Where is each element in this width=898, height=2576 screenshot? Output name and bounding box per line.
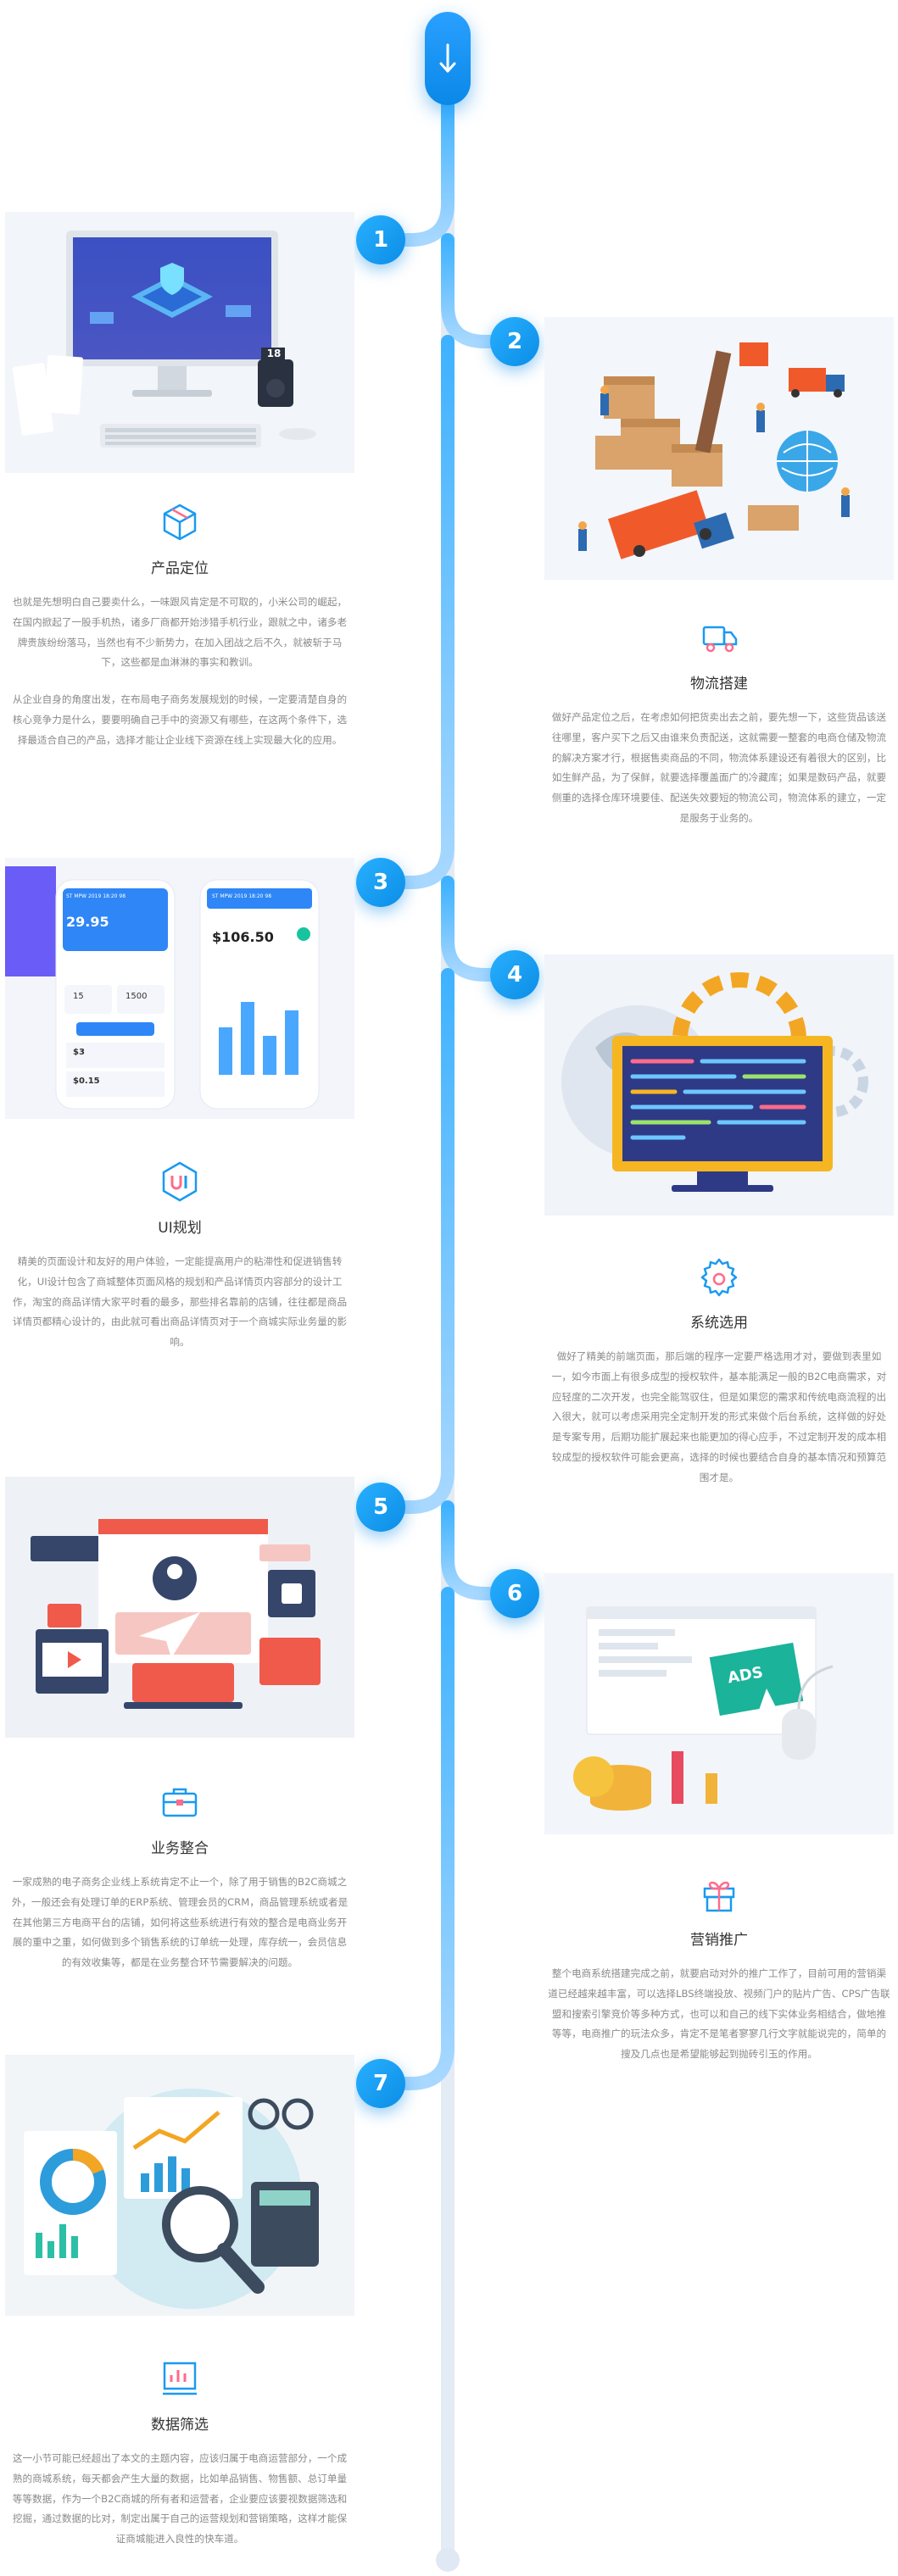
step-1-content: 产品定位 也就是先想明白自己要卖什么，一味跟风肯定是不可取的，小米公司的崛起，在… [5,500,354,767]
step-3-content: UI规划 精美的页面设计和友好的用户体验，一定能提高用户的粘滞性和促进销售转化，… [5,1160,354,1370]
gear-icon [700,1258,738,1297]
phone-left-mini1: 15 [73,992,84,1001]
step-2-illustration [544,317,894,580]
step-1-title: 产品定位 [151,560,209,577]
step-3-illustration: ST MPW 2019 18:20 98 29.95 15 1500 $3 $0… [5,858,354,1119]
step-6-title: 营销推广 [690,1932,748,1949]
step-1-description: 也就是先想明白自己要卖什么，一味跟风肯定是不可取的，小米公司的崛起，在国内掀起了… [8,593,351,750]
step-3-title: UI规划 [158,1220,202,1237]
step-2-title: 物流搭建 [690,676,748,693]
step-5-illustration [5,1477,354,1738]
cube-icon [163,504,197,541]
step-number-5[interactable]: 5 [356,1483,405,1532]
phone-right-header: ST MPW 2019 18:20 98 [212,893,272,899]
business-illustration [31,1519,321,1709]
step-7-description: 这一小节可能已经超出了本文的主题内容，应该归属于电商运营部分，一个成熟的商城系统… [8,2449,351,2550]
step-3-paragraph-1: 精美的页面设计和友好的用户体验，一定能提高用户的粘滞性和促进销售转化，UI设计包… [12,1255,348,1349]
step-4-title: 系统选用 [690,1315,748,1332]
step-7-paragraph-1: 这一小节可能已经超出了本文的主题内容，应该归属于电商运营部分，一个成熟的商城系统… [12,2452,348,2545]
step-number-4[interactable]: 4 [490,950,539,999]
step-number-2[interactable]: 2 [490,317,539,366]
step-4-paragraph-1: 做好了精美的前端页面，那后端的程序一定要严格选用才对，要做到表里如一，如今市面上… [551,1350,887,1483]
step-5-content: 业务整合 一家成熟的电子商务企业线上系统肯定不止一个，除了用于销售的B2C商城之… [5,1780,354,1990]
step-1-badge: 18 [266,348,282,359]
system-illustration [561,972,868,1192]
step-5-paragraph-1: 一家成熟的电子商务企业线上系统肯定不止一个，除了用于销售的B2C商城之外，一般还… [11,1876,349,1969]
phone-left-amount: 29.95 [66,914,109,930]
ui-icon [162,1161,198,1202]
step-2-paragraph-1: 做好产品定位之后，在考虑如何把货卖出去之前，要先想一下，这些货品该送往哪里，客户… [551,711,887,824]
computer-illustration [12,231,316,448]
phone-left-mini2: 1500 [125,992,148,1001]
step-6-content: 营销推广 整个电商系统搭建完成之前，就要启动对外的推广工作了，目前可用的营销渠道… [544,1872,894,2082]
step-2-content: 物流搭建 做好产品定位之后，在考虑如何把货卖出去之前，要先想一下，这些货品该送往… [544,615,894,846]
step-4-description: 做好了精美的前端页面，那后端的程序一定要严格选用才对，要做到表里如一，如今市面上… [548,1347,890,1488]
step-1-paragraph-2: 从企业自身的角度出发，在布局电子商务发展规划的时候，一定要清楚自身的核心竞争力是… [12,693,348,746]
mobile-ui-illustration [5,866,320,1110]
step-number-1[interactable]: 1 [356,215,405,264]
data-analysis-illustration [24,2089,319,2309]
step-number-3[interactable]: 3 [356,858,405,907]
top-arrow-button[interactable] [425,12,471,105]
step-6-paragraph-1: 整个电商系统搭建完成之前，就要启动对外的推广工作了，目前可用的营销渠道已经越来越… [548,1967,890,2061]
phone-right-amount: $106.50 [212,929,274,945]
step-1-illustration: 18 [5,212,354,473]
step-7-title: 数据筛选 [151,2417,209,2434]
phone-left-row2: $0.15 [73,1077,100,1086]
step-number-6[interactable]: 6 [490,1569,539,1618]
marketing-illustration [573,1606,834,1811]
step-6-description: 整个电商系统搭建完成之前，就要启动对外的推广工作了，目前可用的营销渠道已经越来越… [548,1964,890,2065]
step-5-description: 一家成熟的电子商务企业线上系统肯定不止一个，除了用于销售的B2C商城之外，一般还… [8,1872,351,1973]
step-7-content: 数据筛选 这一小节可能已经超出了本文的主题内容，应该归属于电商运营部分，一个成熟… [5,2356,354,2567]
step-3-description: 精美的页面设计和友好的用户体验，一定能提高用户的粘滞性和促进销售转化，UI设计包… [8,1252,351,1353]
bar-chart-icon [163,2362,197,2395]
step-4-content: 系统选用 做好了精美的前端页面，那后端的程序一定要严格选用才对，要做到表里如一，… [544,1255,894,1505]
timeline-end-dot [436,2548,460,2572]
step-6-illustration: ADS [544,1573,894,1834]
gift-icon [703,1881,735,1912]
step-number-7[interactable]: 7 [356,2059,405,2108]
arrow-down-icon [439,43,456,73]
phone-left-row1: $3 [73,1048,85,1057]
briefcase-icon [162,1788,198,1817]
step-4-illustration [544,954,894,1216]
step-7-illustration [5,2055,354,2316]
step-2-description: 做好产品定位之后，在考虑如何把货卖出去之前，要先想一下，这些货品该送往哪里，客户… [548,708,890,829]
step-1-paragraph-1: 也就是先想明白自己要卖什么，一味跟风肯定是不可取的，小米公司的崛起，在国内掀起了… [12,596,348,669]
step-5-title: 业务整合 [151,1840,209,1857]
logistics-illustration [578,342,850,559]
truck-icon [702,626,738,653]
phone-left-header: ST MPW 2019 18:20 98 [66,893,126,899]
